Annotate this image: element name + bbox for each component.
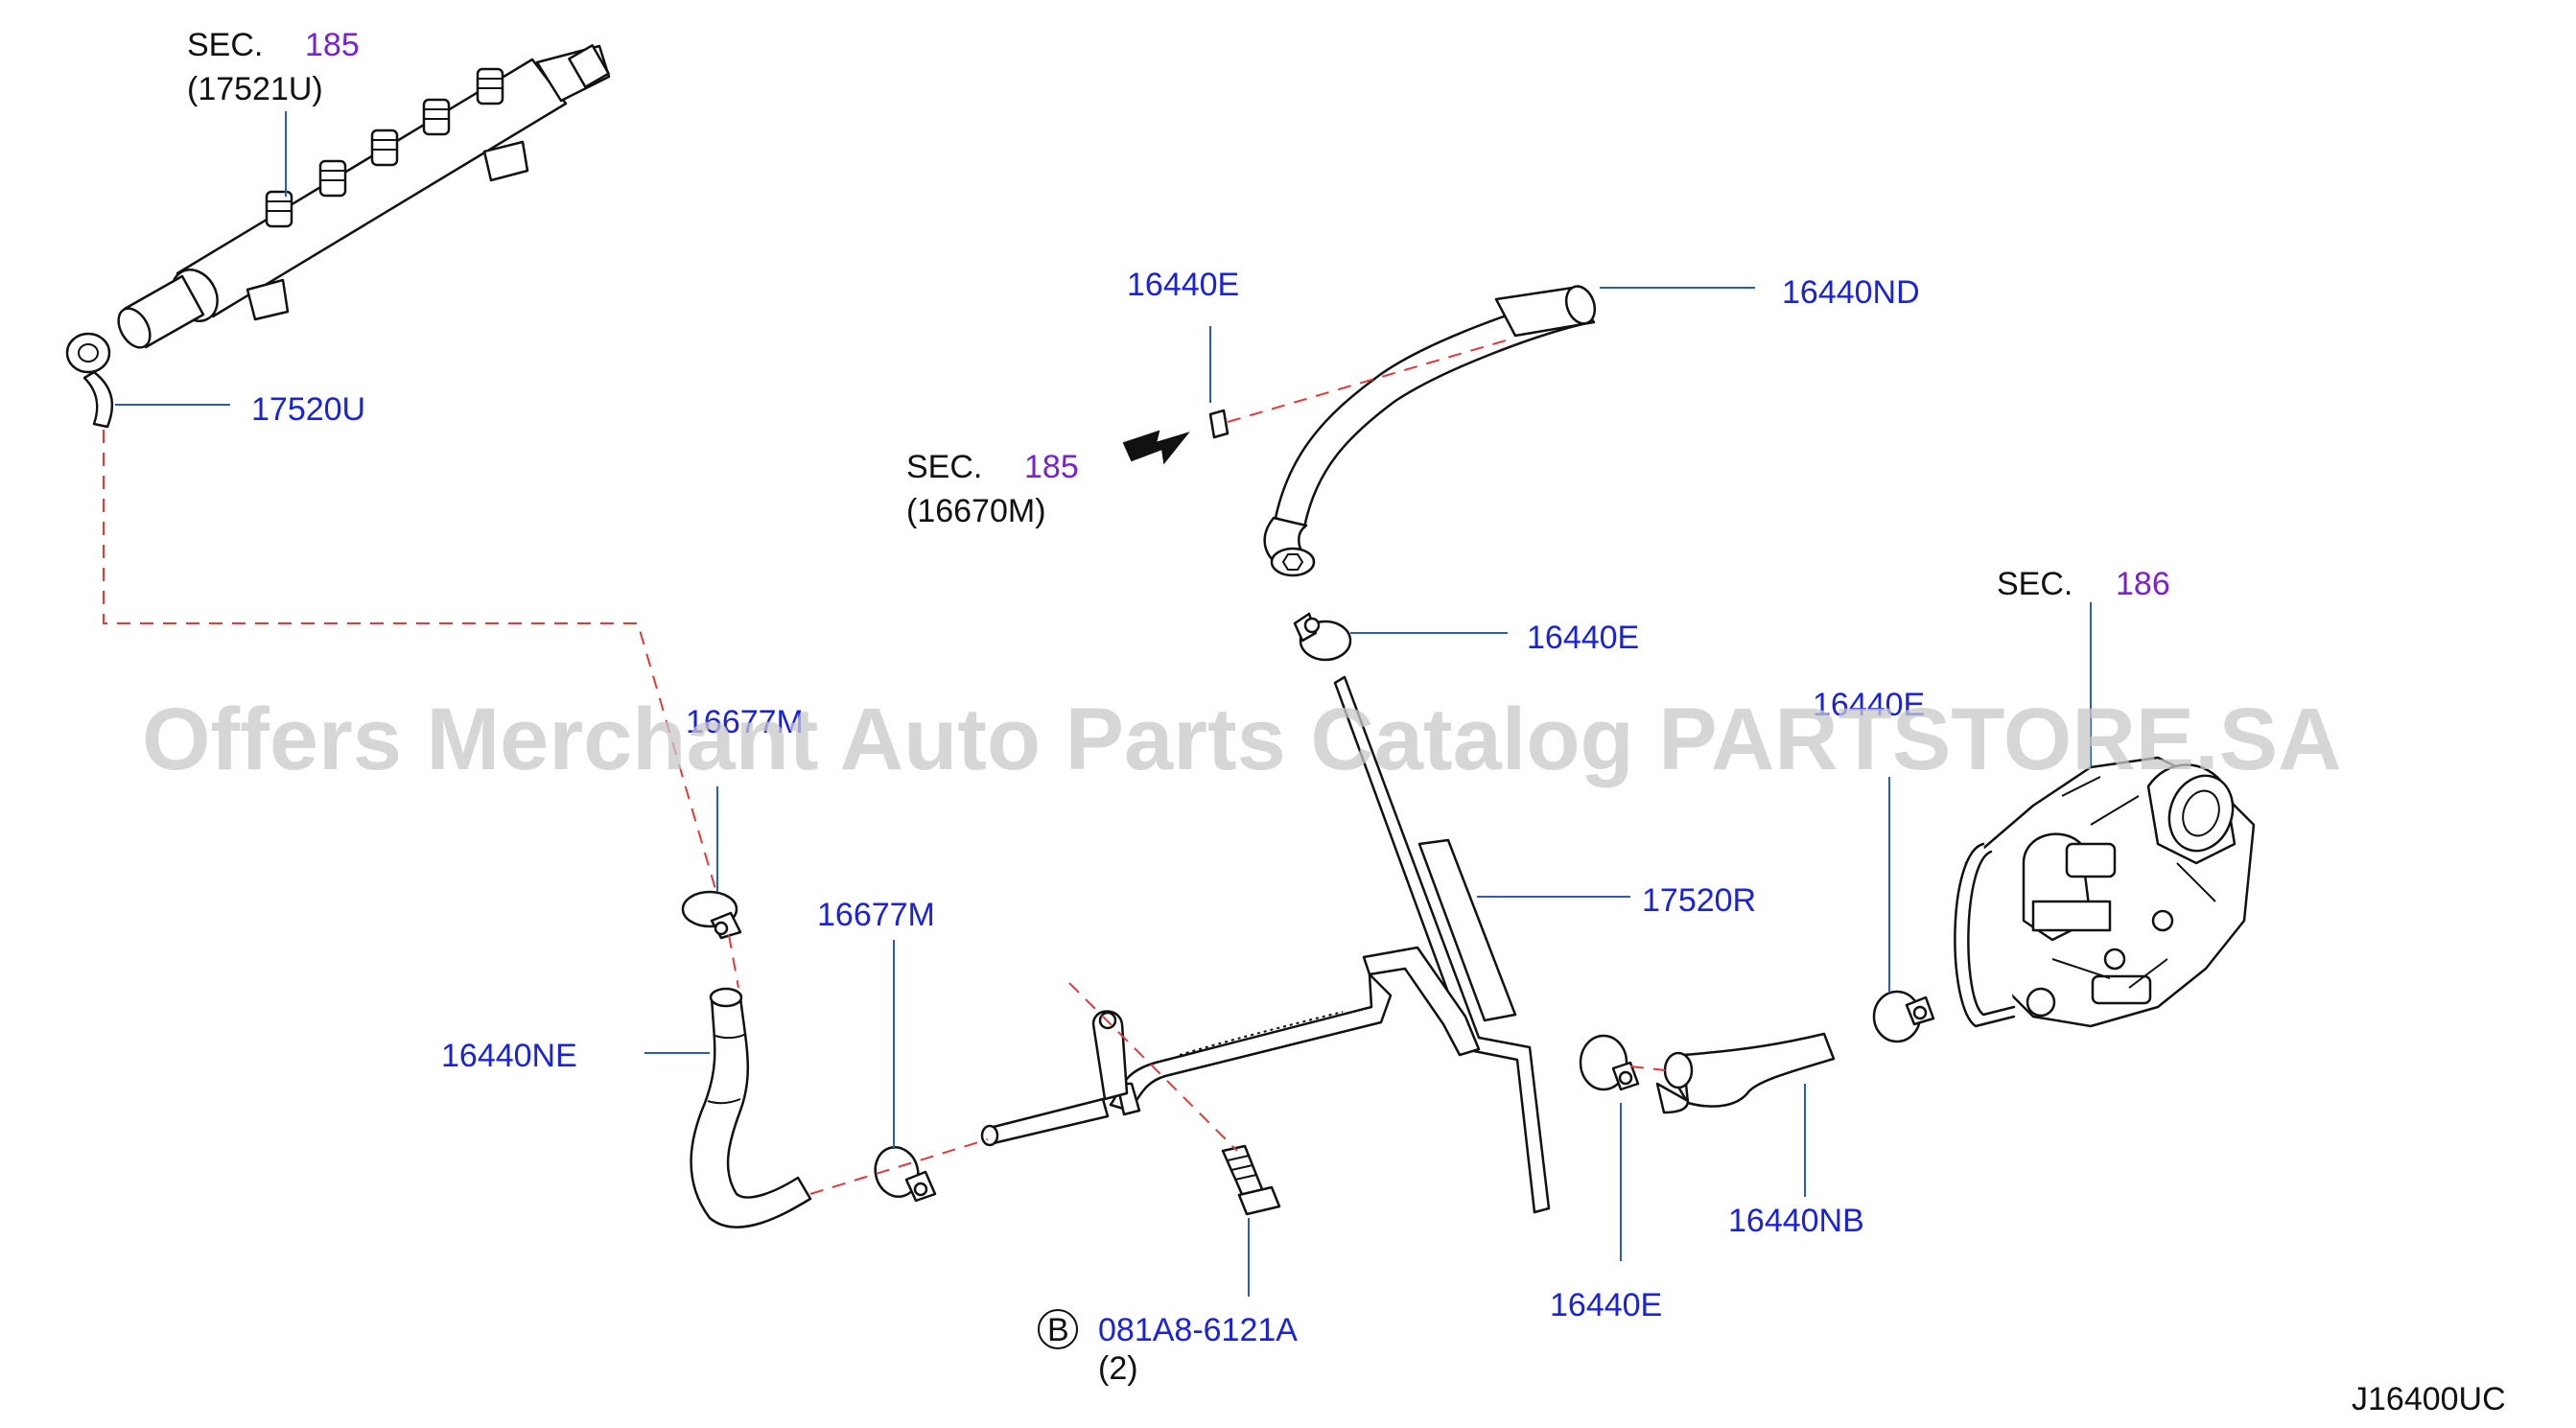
hose-clamp-16677M-top[interactable] (681, 890, 742, 940)
sec-number: 185 (1024, 449, 1079, 485)
sec-sub: (17521U) (187, 71, 323, 107)
sec-ref-rail[interactable]: SEC. 185 (17521U) (187, 27, 360, 107)
sec-prefix: SEC. (1997, 566, 2073, 602)
part-label-16440NB[interactable]: 16440NB (1728, 1203, 1864, 1239)
bolt-081A8-6121A[interactable] (1221, 1144, 1281, 1216)
fuel-tube-17520R[interactable] (980, 675, 1551, 1214)
sec-prefix: SEC. (906, 449, 982, 485)
sec-ref-return[interactable]: SEC. 185 (16670M) (906, 449, 1079, 529)
small-clip-16440E-top[interactable] (1208, 409, 1229, 439)
part-label-16440E-mid[interactable]: 16440E (1527, 620, 1639, 656)
hose-16440NE[interactable] (690, 987, 812, 1229)
part-label-16440E-bottom[interactable]: 16440E (1550, 1287, 1662, 1323)
bolt-quantity: (2) (1098, 1350, 1138, 1387)
hose-clamp-16440E-right[interactable] (1872, 990, 1935, 1043)
part-label-16440E-right[interactable]: 16440E (1813, 687, 1925, 723)
return-hose-16440ND[interactable] (1263, 282, 1600, 577)
bolt-callout[interactable]: B 081A8-6121A (2) (1038, 1309, 1298, 1387)
part-label-16440NE[interactable]: 16440NE (441, 1038, 577, 1074)
hose-clamp-16677M-mid[interactable] (870, 1142, 937, 1203)
part-label-16440ND[interactable]: 16440ND (1782, 274, 1920, 311)
bolt-marker-letter: B (1047, 1312, 1069, 1348)
sec-ref-pump[interactable]: SEC. 186 (1997, 566, 2170, 602)
part-label-17520R[interactable]: 17520R (1642, 882, 1756, 919)
part-label-16440E-top[interactable]: 16440E (1127, 267, 1239, 303)
bolt-marker-circle (1038, 1309, 1078, 1349)
watermark: Offers Merchant Auto Parts Catalog PARTS… (142, 691, 2342, 788)
sec-prefix: SEC. (187, 27, 263, 63)
sec-number: 186 (2116, 566, 2170, 602)
arrow-icon (1122, 430, 1190, 465)
part-label-17520U[interactable]: 17520U (251, 391, 365, 428)
sec-number: 185 (305, 27, 360, 63)
part-label-bolt: 081A8-6121A (1098, 1312, 1298, 1348)
fuel-injection-pump[interactable] (1954, 756, 2256, 1028)
hose-16440NB[interactable] (1655, 1032, 1836, 1114)
part-label-16677M-mid[interactable]: 16677M (817, 897, 935, 933)
sec-sub: (16670M) (906, 493, 1046, 529)
fuel-rail[interactable] (112, 44, 611, 353)
diagram-code: J16400UC (2352, 1381, 2506, 1417)
hose-clamp-16440E-bottom[interactable] (1579, 1034, 1640, 1091)
hose-clamp-16440E-mid[interactable] (1293, 612, 1352, 662)
fuel-tube-fitting-17520U[interactable] (65, 332, 114, 429)
part-label-16677M-top[interactable]: 16677M (686, 704, 804, 740)
